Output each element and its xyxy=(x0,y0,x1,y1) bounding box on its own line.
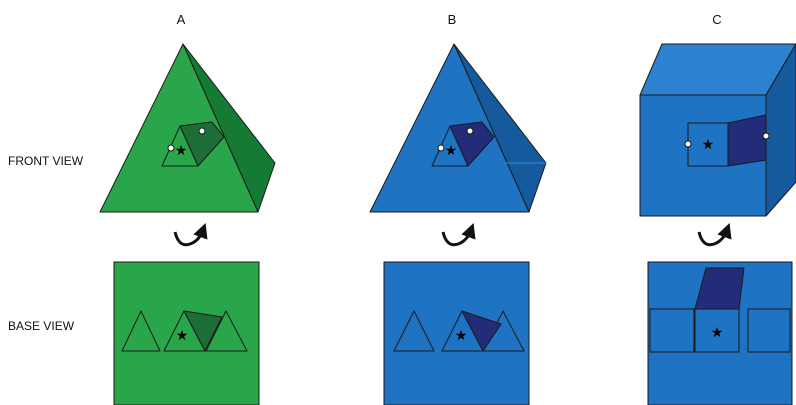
star-icon: ★ xyxy=(176,328,189,344)
hinge-dot xyxy=(684,140,692,148)
curved-rotate-arrow-icon xyxy=(173,222,208,247)
base-c-square-right xyxy=(747,308,791,353)
hinge-dot xyxy=(437,144,445,152)
column-label-b: B xyxy=(448,12,457,27)
pyramid-a-base-view: ★ xyxy=(113,261,260,405)
base-c-square-left xyxy=(649,308,695,353)
star-icon: ★ xyxy=(455,328,468,344)
pyramid-b-front-view: ★ xyxy=(369,43,547,213)
star-icon: ★ xyxy=(445,143,458,159)
cube-c-small-square xyxy=(687,122,729,167)
star-icon: ★ xyxy=(702,137,715,153)
column-label-a: A xyxy=(177,12,186,27)
cube-c-base-view: ★ xyxy=(647,261,793,405)
pyramid-a-folded-flap xyxy=(179,121,225,167)
base-a-triangle-right xyxy=(205,310,248,352)
base-a-triangle-left xyxy=(121,310,161,352)
curved-rotate-arrow-icon xyxy=(441,222,476,247)
hinge-dot xyxy=(762,132,770,140)
star-icon: ★ xyxy=(711,325,724,341)
hinge-dot xyxy=(198,127,206,135)
base-b-triangle-left xyxy=(393,310,435,352)
star-icon: ★ xyxy=(175,143,188,159)
row-label-base-view: BASE VIEW xyxy=(8,319,75,333)
cube-c-front-view: ★ xyxy=(639,43,796,217)
pyramid-b-folded-flap xyxy=(449,121,495,167)
hinge-dot xyxy=(466,127,474,135)
base-b-folded-flap xyxy=(461,310,502,352)
curved-rotate-arrow-icon xyxy=(697,222,732,247)
base-c-folded-flap xyxy=(694,267,745,310)
base-a-folded-flap xyxy=(183,310,223,352)
pyramid-b-base-view: ★ xyxy=(383,261,530,405)
column-label-c: C xyxy=(712,12,721,27)
base-c-square-center xyxy=(694,308,740,353)
row-label-front-view: FRONT VIEW xyxy=(8,154,84,168)
hinge-dot xyxy=(167,144,175,152)
cube-c-folded-flap xyxy=(727,114,767,167)
pyramid-a-front-view: ★ xyxy=(99,43,276,213)
